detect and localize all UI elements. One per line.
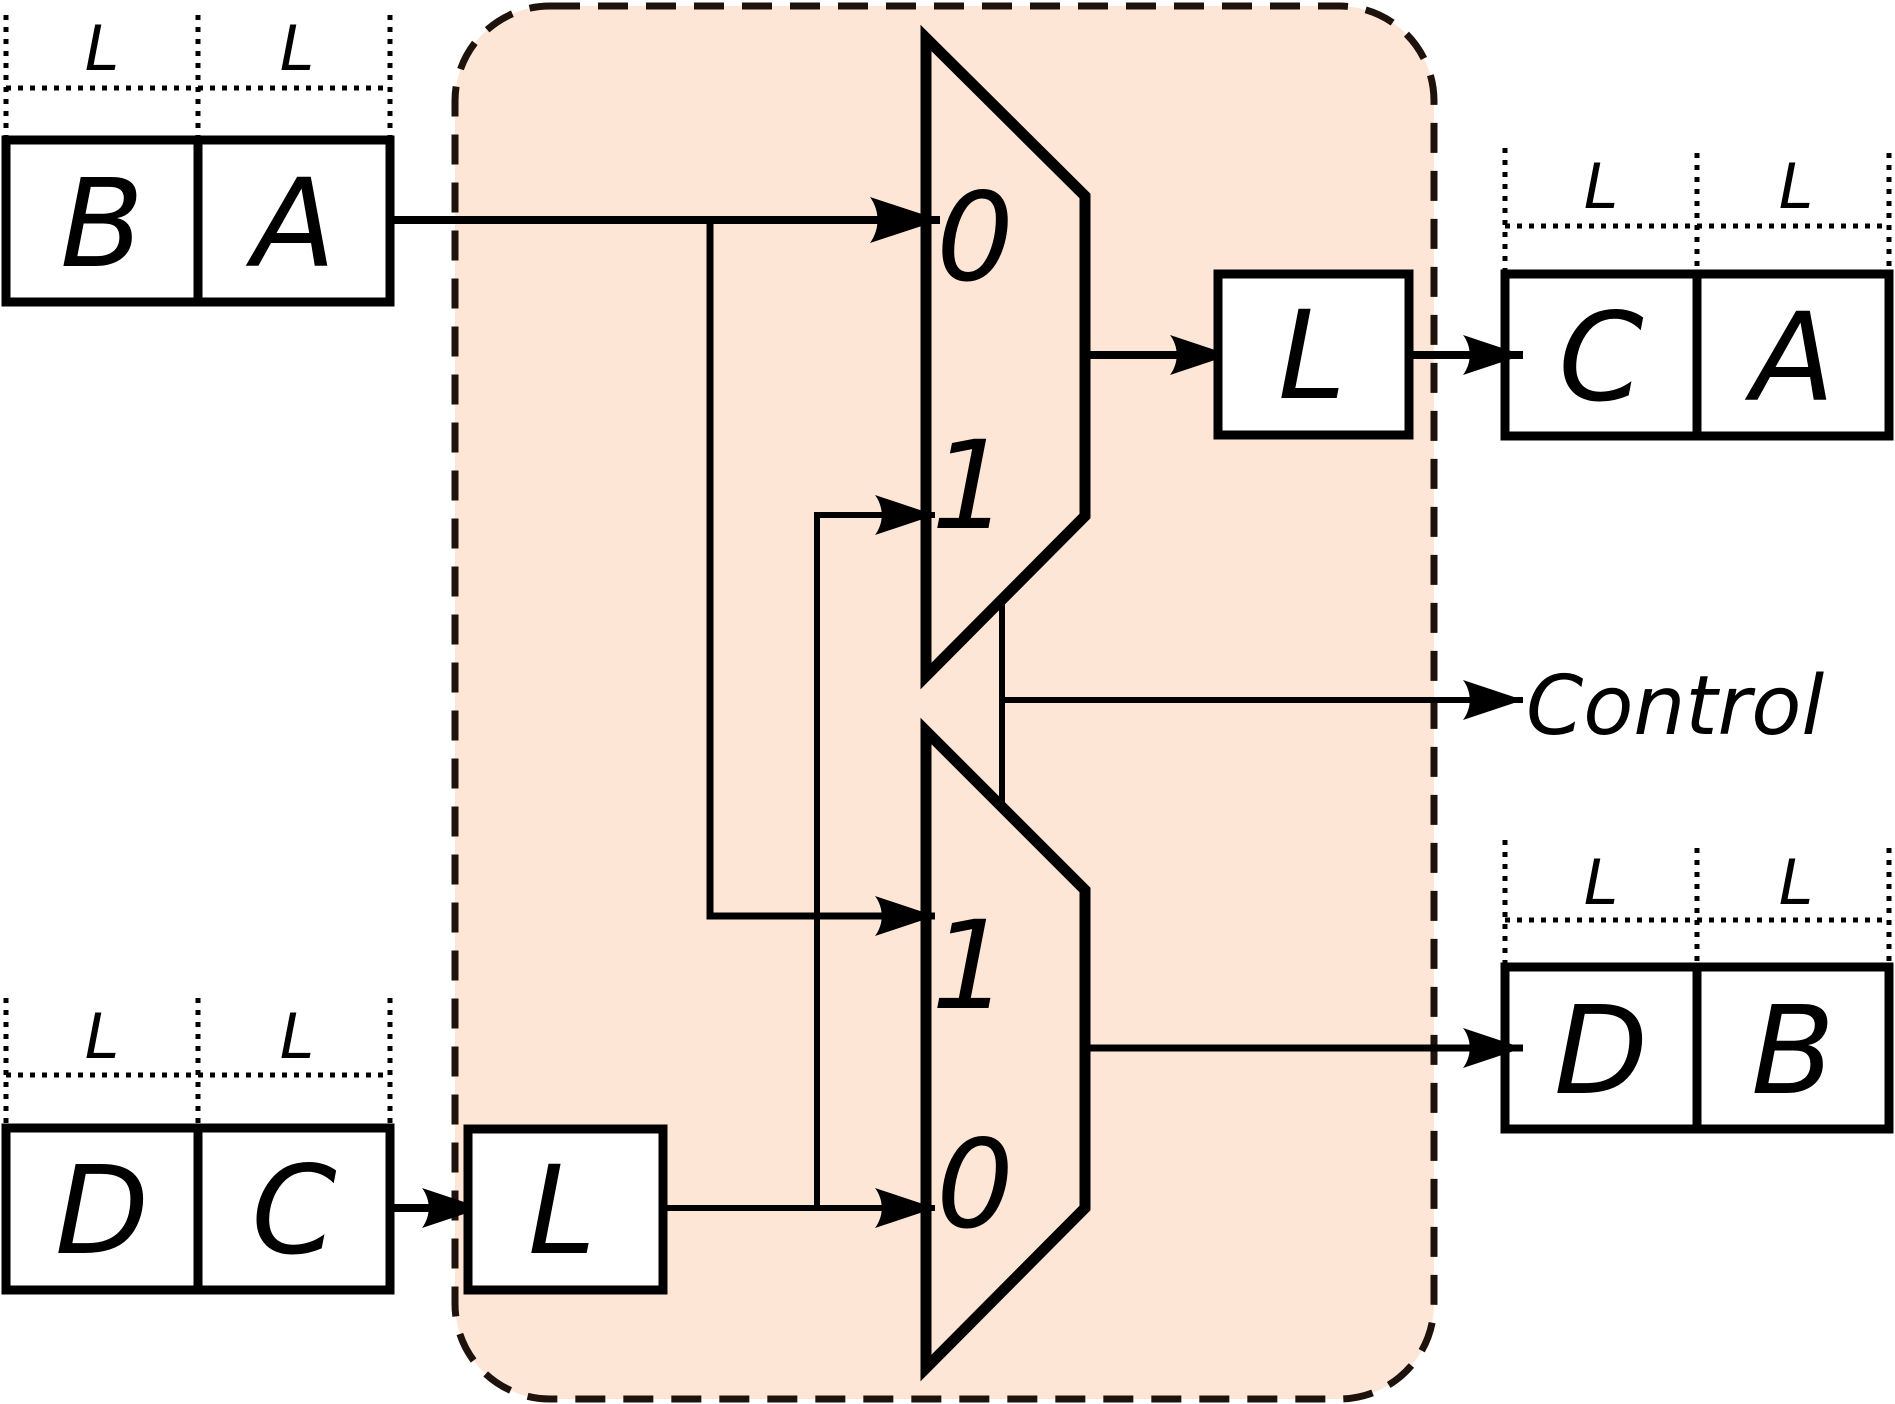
- output-bottom-width-left: L: [1584, 846, 1619, 919]
- top-mux-body: [920, 24, 1091, 690]
- output-bottom-width-right: L: [1779, 846, 1814, 919]
- input-top-width-left: L: [85, 12, 120, 85]
- output-top-right-label: A: [1744, 287, 1834, 429]
- bottom-mux-input-0: 0: [936, 1114, 1014, 1256]
- bottom-mux-body: [920, 717, 1091, 1382]
- top-mux-input-1: 1: [931, 415, 1009, 557]
- control-label: Control: [1526, 659, 1824, 754]
- input-bottom-width-left: L: [85, 1000, 120, 1073]
- output-delay-label: L: [1278, 285, 1346, 427]
- wire-delayed-c-to-top-mux-1: [814, 495, 935, 1208]
- input-top-register: L L B A: [1, 12, 395, 307]
- input-bottom-width-right: L: [280, 1000, 315, 1073]
- output-top-left-label: C: [1558, 287, 1643, 429]
- output-delay-block: L: [1213, 269, 1414, 440]
- output-top-width-left: L: [1584, 150, 1619, 223]
- input-delay-block: L: [463, 1124, 668, 1295]
- bottom-mux-input-1: 1: [931, 895, 1009, 1037]
- input-bottom-left-label: D: [55, 1140, 149, 1282]
- wire-a-to-bottom-mux-1: [706, 220, 935, 936]
- input-top-right-label: A: [245, 153, 335, 295]
- output-bottom-register: L L D B: [1500, 840, 1894, 1134]
- input-delay-label: L: [528, 1140, 596, 1282]
- bottom-multiplexer: 1 0: [920, 717, 1091, 1382]
- output-top-register: L L C A: [1500, 148, 1894, 441]
- top-multiplexer: 0 1: [920, 24, 1091, 690]
- input-top-width-right: L: [280, 12, 315, 85]
- input-bottom-right-label: C: [251, 1140, 336, 1282]
- output-top-width-right: L: [1779, 150, 1814, 223]
- output-bottom-left-label: D: [1554, 980, 1648, 1122]
- input-top-left-label: B: [60, 153, 144, 295]
- output-bottom-right-label: B: [1751, 980, 1835, 1122]
- input-bottom-register: L L D C: [1, 998, 395, 1295]
- top-mux-input-0: 0: [936, 167, 1014, 309]
